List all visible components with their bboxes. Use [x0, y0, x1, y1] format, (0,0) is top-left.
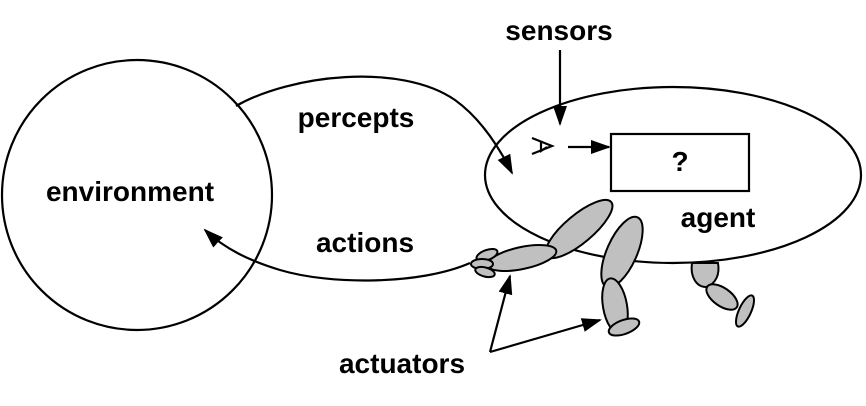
- leg1-foot: [607, 317, 641, 337]
- arm-actuator: [470, 198, 614, 279]
- actuators-arrow-leg: [489, 318, 602, 354]
- actions-label: actions: [316, 227, 414, 258]
- environment-label: environment: [46, 176, 214, 207]
- percepts-arrow: [235, 75, 513, 175]
- agent-label: agent: [681, 202, 756, 233]
- environment-circle: [0, 58, 274, 332]
- sensors-label: sensors: [505, 15, 612, 46]
- agent-program-label: ?: [671, 146, 688, 177]
- percepts-label: percepts: [298, 102, 415, 133]
- actuators-label: actuators: [339, 348, 465, 379]
- leg2-shin: [705, 283, 739, 311]
- actions-arrow: [203, 228, 471, 282]
- forearm: [486, 244, 558, 272]
- leg-actuator-1: [600, 215, 644, 337]
- actuators-arrow-arm: [488, 274, 513, 353]
- leg-actuator-2: [690, 262, 756, 328]
- finger-3: [474, 265, 496, 279]
- agent-program-box: [609, 132, 751, 193]
- eye-icon: [531, 136, 555, 156]
- leg2-foot: [734, 294, 756, 328]
- agent-ellipse: [483, 85, 863, 265]
